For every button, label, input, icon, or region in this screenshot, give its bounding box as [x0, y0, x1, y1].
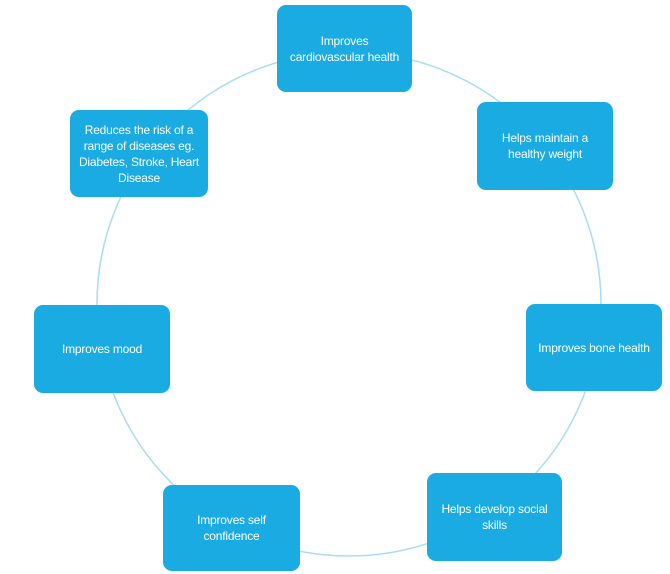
node-label: Helps maintain a healthy weight — [501, 131, 589, 161]
node-label: Improves cardiovascular health — [289, 33, 400, 64]
node-label: Improves mood — [61, 342, 143, 356]
node-social-skills: Helps develop social skills — [427, 473, 562, 561]
node-self-confidence: Improves self confidence — [163, 485, 300, 571]
node-label: Helps develop social skills — [441, 502, 548, 532]
node-cardiovascular-health: Improves cardiovascular health — [277, 5, 412, 92]
node-mood: Improves mood — [34, 305, 170, 393]
node-label: Improves self confidence — [197, 513, 266, 543]
node-disease-risk: Reduces the risk of a range of diseases … — [70, 110, 208, 197]
node-label: Improves bone health — [538, 340, 650, 355]
node-bone-health: Improves bone health — [526, 304, 662, 391]
node-healthy-weight: Helps maintain a healthy weight — [477, 102, 613, 190]
node-label: Reduces the risk of a range of diseases … — [78, 122, 200, 185]
